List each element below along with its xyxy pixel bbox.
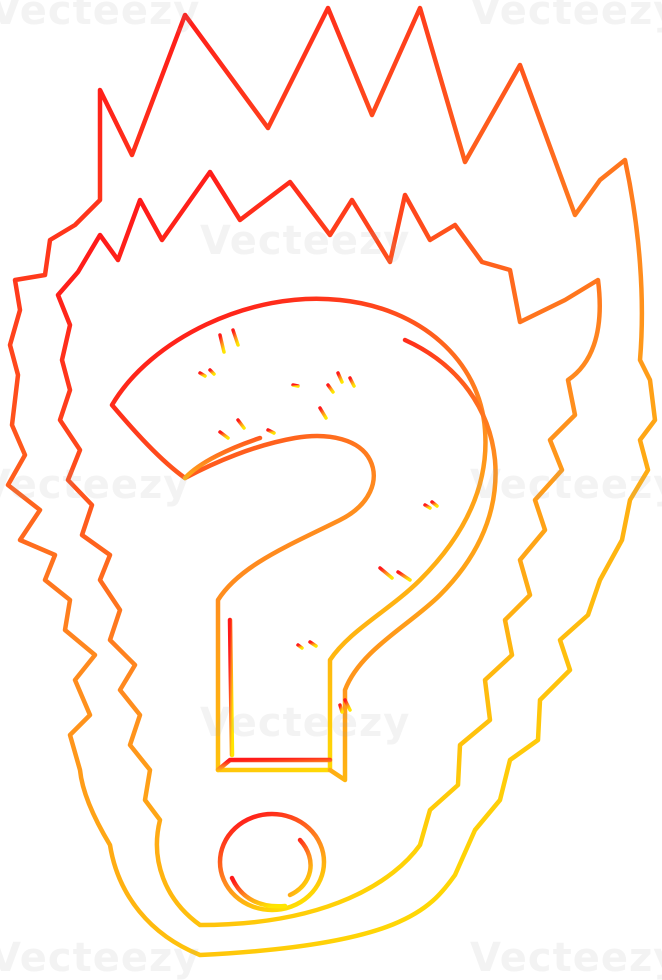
question-mark-dot-highlight [287, 837, 313, 898]
question-mark-dot-shade [229, 875, 288, 909]
inner-flame-outline [55, 169, 602, 928]
question-mark-depth [327, 337, 498, 783]
outer-flame-outline [5, 5, 658, 958]
question-mark-hook [109, 296, 488, 773]
question-mark-lower-edge [215, 757, 333, 773]
question-mark-stem-line [227, 617, 235, 758]
question-mark-inner-depth [182, 435, 263, 481]
detail-marks [198, 328, 439, 740]
question-mark-dot [217, 811, 327, 913]
